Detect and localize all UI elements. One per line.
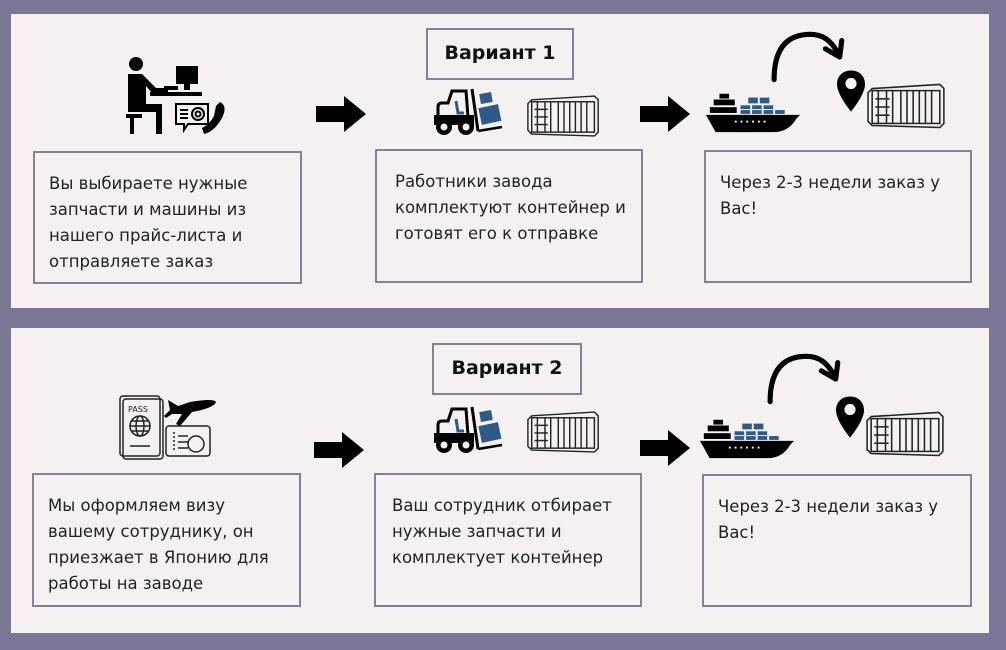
location-pin-icon (836, 396, 864, 438)
container-icon (866, 80, 948, 132)
cargo-ship-icon (700, 414, 796, 462)
step-1-box: Мы оформляем визу вашему сотруднику, он … (32, 473, 301, 607)
arrow-right-icon (640, 96, 690, 132)
arrow-right-icon (316, 96, 366, 132)
location-pin-icon (837, 70, 865, 112)
step-3-box: Через 2-3 недели заказ у Вас! (702, 474, 972, 607)
step-3-box: Через 2-3 недели заказ у Вас! (704, 150, 972, 283)
arrow-right-icon (640, 430, 690, 466)
step-2-box: Работники завода комплектуют контейнер и… (375, 149, 643, 283)
office-worker-email-phone-icon (124, 56, 244, 136)
variant-1-title: Вариант 1 (426, 28, 574, 80)
forklift-icon (430, 405, 510, 455)
container-icon (526, 92, 602, 140)
container-icon (865, 408, 947, 460)
step-1-box: Вы выбираете нужные запчасти и машины из… (33, 151, 302, 284)
container-icon (526, 408, 602, 456)
arrow-right-icon (314, 432, 364, 468)
passport-visa-plane-icon (118, 392, 238, 462)
variant-2-title: Вариант 2 (432, 343, 582, 395)
step-2-box: Ваш сотрудник отбирает нужные запчасти и… (374, 473, 642, 607)
forklift-icon (430, 87, 510, 137)
cargo-ship-icon (706, 88, 802, 136)
